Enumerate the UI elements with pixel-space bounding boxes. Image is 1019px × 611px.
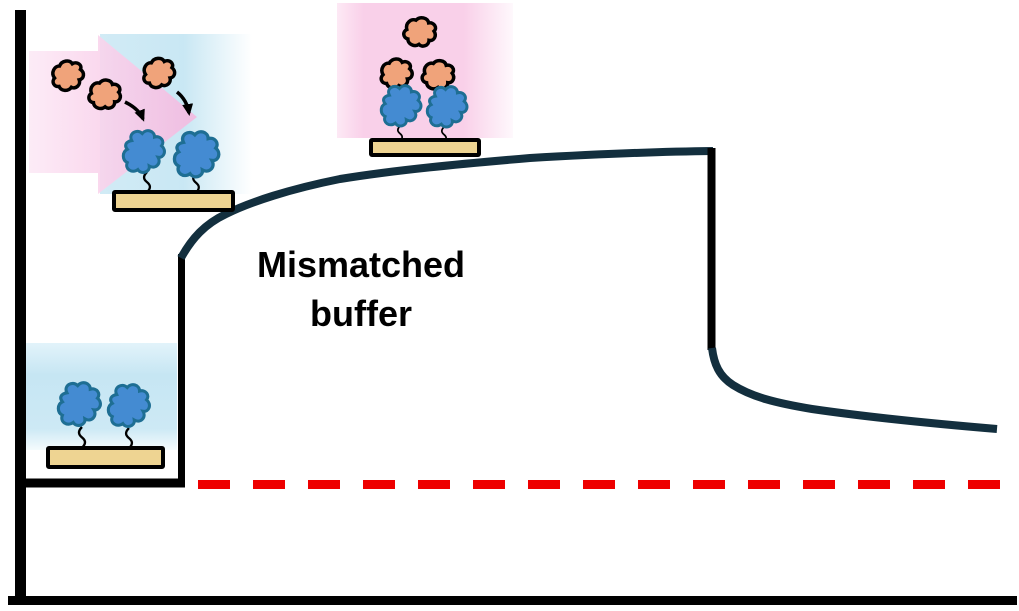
association-curve (177, 147, 714, 260)
mismatched-buffer-label: Mismatched buffer (238, 240, 484, 338)
sensor-bar-icon (46, 446, 165, 469)
sensor-bar-icon (112, 190, 235, 212)
receptor-icon (121, 129, 166, 174)
receptor-icon (425, 85, 469, 129)
receptor-icon (379, 84, 423, 128)
receptor-icon (56, 381, 102, 427)
inset-association-cartoon (48, 55, 235, 212)
dissociation-curve (708, 347, 998, 433)
receptor-icon (106, 383, 151, 428)
label-line-2: buffer (310, 293, 412, 334)
inset-baseline-cartoon (46, 381, 165, 469)
label-line-1: Mismatched (256, 244, 466, 285)
inset-bound-cartoon (369, 12, 481, 157)
analyte-icon (378, 56, 415, 91)
binding-arrow-icon (175, 90, 194, 116)
receptor-icon (172, 130, 221, 179)
sensor-bar-icon (369, 138, 481, 157)
binding-arrow-icon (124, 100, 145, 122)
